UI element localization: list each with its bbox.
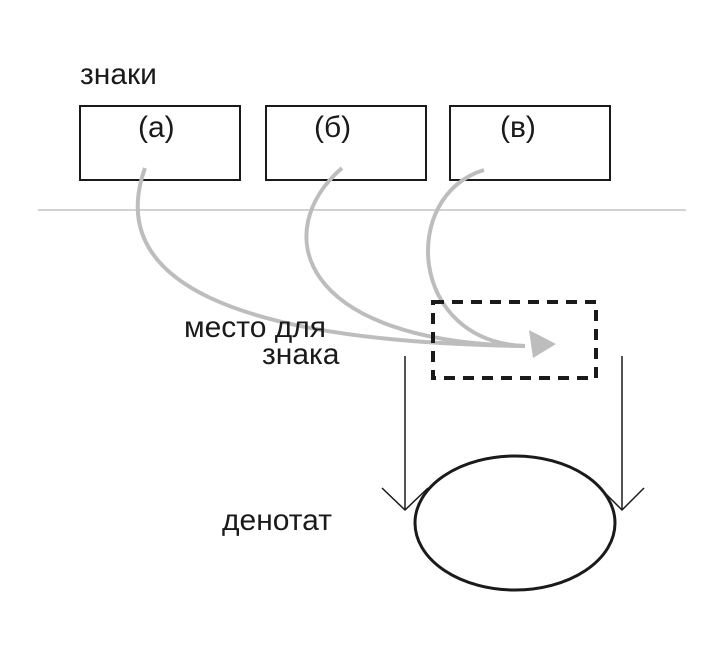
sign-box-a — [79, 105, 241, 181]
sign-slot-box — [431, 300, 598, 380]
denotat-label: денотат — [222, 504, 332, 537]
sign-box-v — [449, 105, 611, 181]
slot-label-line1: место для — [184, 311, 326, 344]
curve-arrowhead — [529, 330, 556, 358]
signs-heading: знаки — [80, 58, 157, 91]
sign-label-a: (а) — [138, 111, 175, 144]
sign-label-b: (б) — [314, 111, 352, 144]
sign-box-b — [265, 105, 427, 181]
curve-from-sign-v — [426, 168, 526, 348]
curve-from-sign-a — [135, 167, 526, 348]
slot-label-line2: знака — [262, 338, 340, 371]
curve-from-sign-b — [304, 166, 526, 348]
denotat-arrowhead-left — [381, 487, 429, 512]
denotat-ellipse — [413, 454, 617, 592]
sign-label-v: (в) — [500, 111, 536, 144]
